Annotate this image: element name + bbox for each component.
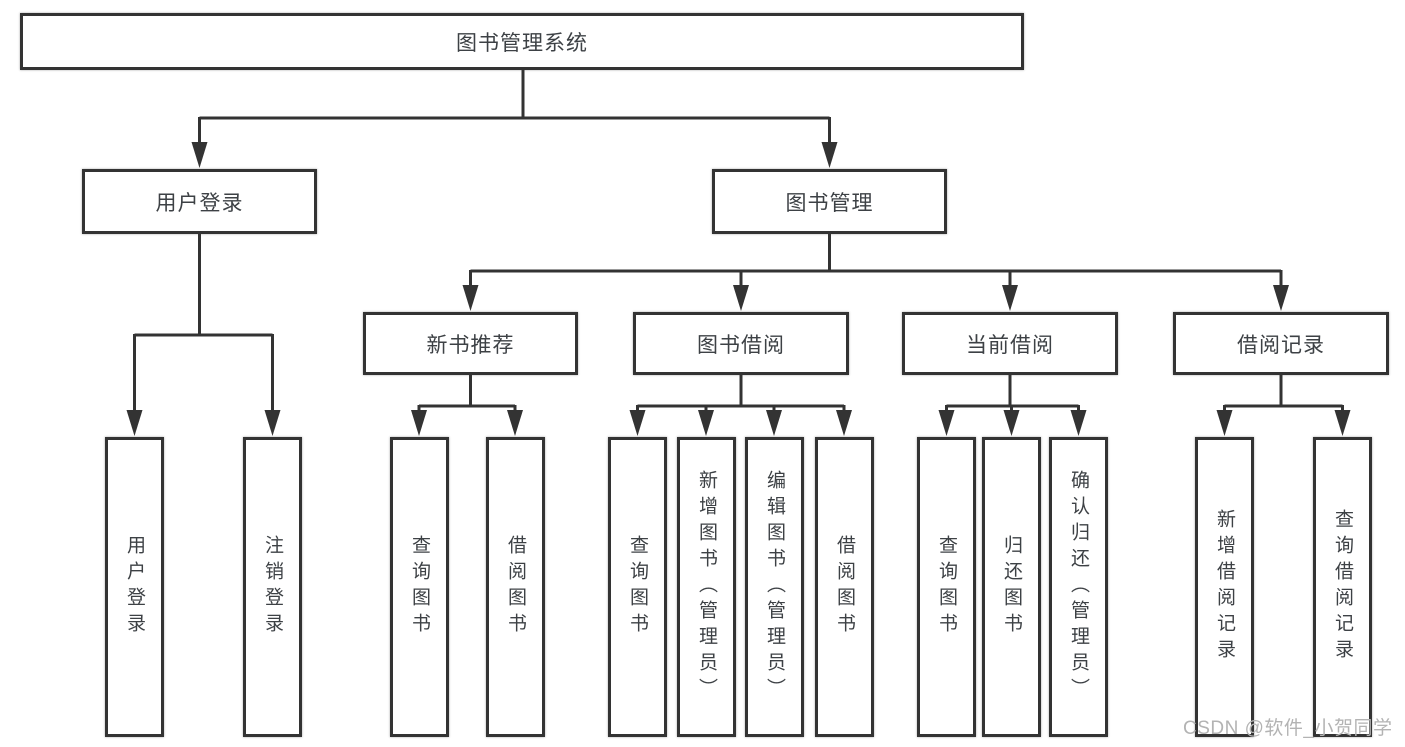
group-box-current-borrow: 当前借阅 (902, 312, 1118, 375)
csdn-watermark: CSDN @软件_小贺同学 (1183, 718, 1393, 739)
leaf-box-edit-book-admin: 编辑图书（管理员） (745, 437, 804, 737)
branch-label: 图书管理 (785, 191, 874, 215)
leaf-box-user-login: 用户登录 (105, 437, 164, 737)
leaf-box-add-book-admin: 新增图书（管理员） (677, 437, 736, 737)
leaf-box-query-books-2: 查询图书 (608, 437, 667, 737)
leaf-label: 编辑图书（管理员） (764, 470, 785, 704)
leaf-label: 查询图书 (627, 535, 648, 639)
leaf-box-query-books-1: 查询图书 (390, 437, 449, 737)
leaf-label: 借阅图书 (505, 535, 526, 639)
root-label: 图书管理系统 (456, 31, 588, 55)
leaf-box-query-borrow-record: 查询借阅记录 (1313, 437, 1372, 737)
group-box-book-borrow: 图书借阅 (633, 312, 849, 375)
leaf-box-return-book: 归还图书 (982, 437, 1041, 737)
leaf-label: 查询图书 (936, 535, 957, 639)
leaf-box-add-borrow-record: 新增借阅记录 (1195, 437, 1254, 737)
group-label: 当前借阅 (966, 333, 1054, 357)
leaf-label: 归还图书 (1001, 535, 1022, 639)
leaf-label: 查询借阅记录 (1332, 509, 1353, 665)
branch-box-user-login: 用户登录 (82, 169, 317, 234)
group-box-new-book-recommend: 新书推荐 (363, 312, 578, 375)
branch-label: 用户登录 (155, 191, 244, 215)
leaf-box-confirm-return-admin: 确认归还（管理员） (1049, 437, 1108, 737)
leaf-label: 注销登录 (262, 535, 283, 639)
leaf-box-query-books-3: 查询图书 (917, 437, 976, 737)
leaf-label: 新增借阅记录 (1214, 509, 1235, 665)
leaf-label: 用户登录 (124, 535, 145, 639)
root-box-library-management-system: 图书管理系统 (20, 13, 1024, 70)
branch-box-book-management: 图书管理 (712, 169, 947, 234)
group-label: 借阅记录 (1237, 333, 1325, 357)
leaf-box-borrow-books-2: 借阅图书 (815, 437, 874, 737)
leaf-label: 确认归还（管理员） (1068, 470, 1089, 704)
leaf-label: 查询图书 (409, 535, 430, 639)
group-box-borrow-records: 借阅记录 (1173, 312, 1389, 375)
leaf-label: 新增图书（管理员） (696, 470, 717, 704)
leaf-box-borrow-books-1: 借阅图书 (486, 437, 545, 737)
leaf-label: 借阅图书 (834, 535, 855, 639)
leaf-box-logout: 注销登录 (243, 437, 302, 737)
group-label: 图书借阅 (697, 333, 785, 357)
group-label: 新书推荐 (426, 333, 515, 357)
